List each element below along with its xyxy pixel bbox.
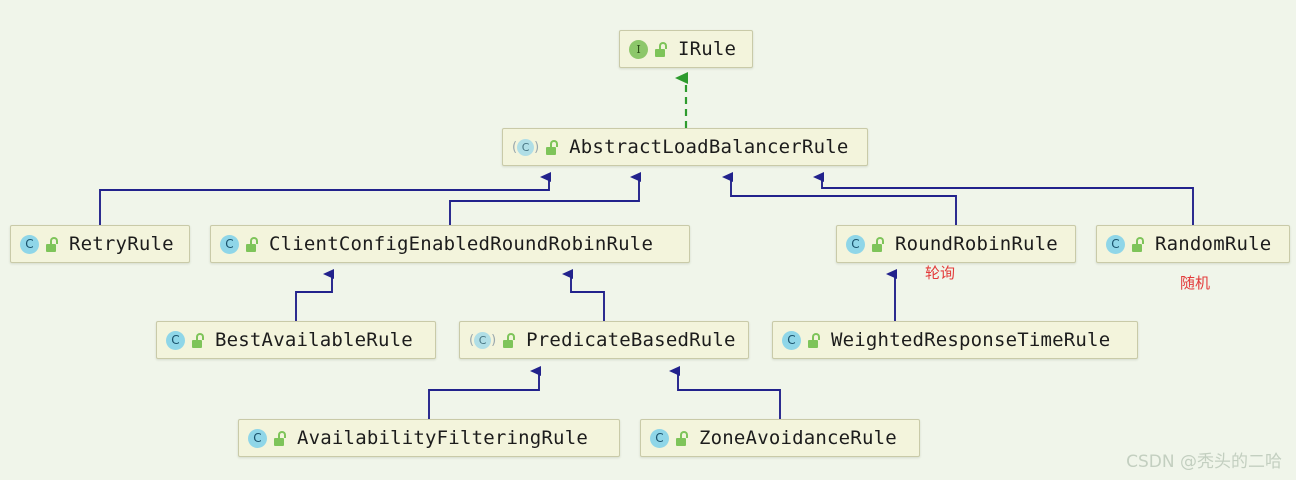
class-node-roundrobinrule[interactable]: C RoundRobinRule — [836, 225, 1076, 263]
class-node-label: WeightedResponseTimeRule — [831, 329, 1111, 351]
class-icon: C — [650, 428, 669, 448]
class-icon: C — [1106, 234, 1125, 254]
unlocked-padlock-icon — [872, 236, 885, 252]
class-node-weightedresponsetimerule[interactable]: C WeightedResponseTimeRule — [772, 321, 1138, 359]
class-node-label: IRule — [678, 38, 737, 60]
edge-predicate-to-clientconfig — [562, 269, 605, 321]
edge-roundrobin-to-abstract — [722, 172, 957, 225]
unlocked-padlock-icon — [246, 236, 259, 252]
class-node-abstractloadbalancerrule[interactable]: ( C ) AbstractLoadBalancerRule — [502, 128, 868, 166]
abstract-class-icon: ( C ) — [469, 331, 497, 349]
edge-availfilter-to-predicate — [428, 366, 541, 419]
unlocked-padlock-icon — [274, 430, 287, 446]
annotation-random: 随机 — [1180, 274, 1211, 292]
class-icon: C — [846, 234, 865, 254]
class-node-label: BestAvailableRule — [215, 329, 413, 351]
class-node-clientconfigenabledroundrobinrule[interactable]: C ClientConfigEnabledRoundRobinRule — [210, 225, 690, 263]
watermark: CSDN @秃头的二哈 — [1126, 452, 1282, 472]
class-node-label: AbstractLoadBalancerRule — [569, 136, 849, 158]
unlocked-padlock-icon — [1132, 236, 1145, 252]
class-node-bestavailablerule[interactable]: C BestAvailableRule — [156, 321, 436, 359]
unlocked-padlock-icon — [503, 332, 516, 348]
class-node-label: AvailabilityFilteringRule — [297, 427, 588, 449]
class-node-retryrule[interactable]: C RetryRule — [10, 225, 190, 263]
unlocked-padlock-icon — [192, 332, 205, 348]
unlocked-padlock-icon — [46, 236, 59, 252]
class-icon: C — [20, 234, 39, 254]
class-node-label: RoundRobinRule — [895, 233, 1058, 255]
class-node-label: PredicateBasedRule — [526, 329, 736, 351]
class-node-availabilityfilteringrule[interactable]: C AvailabilityFilteringRule — [238, 419, 620, 457]
class-icon: C — [220, 234, 239, 254]
abstract-class-icon: ( C ) — [512, 138, 540, 156]
class-node-randomrule[interactable]: C RandomRule — [1096, 225, 1290, 263]
class-node-predicatebasedrule[interactable]: ( C ) PredicateBasedRule — [459, 321, 749, 359]
edge-retry-to-abstract — [99, 172, 551, 225]
unlocked-padlock-icon — [676, 430, 689, 446]
class-icon: C — [248, 428, 267, 448]
class-node-label: ClientConfigEnabledRoundRobinRule — [269, 233, 654, 255]
class-node-label: RandomRule — [1155, 233, 1272, 255]
class-icon: C — [166, 330, 185, 350]
unlocked-padlock-icon — [546, 139, 559, 155]
edge-bestavail-to-clientconfig — [295, 269, 334, 321]
class-node-label: RetryRule — [69, 233, 174, 255]
unlocked-padlock-icon — [808, 332, 821, 348]
edge-zoneavoid-to-predicate — [669, 366, 781, 419]
annotation-roundrobin: 轮询 — [925, 264, 956, 282]
class-icon: C — [782, 330, 801, 350]
class-node-irule[interactable]: I IRule — [619, 30, 753, 68]
class-node-zoneavoidancerule[interactable]: C ZoneAvoidanceRule — [640, 419, 920, 457]
interface-icon: I — [629, 39, 648, 59]
edge-random-to-abstract — [813, 172, 1194, 225]
edge-clientconfig-to-abstract — [449, 172, 641, 225]
unlocked-padlock-icon — [655, 41, 668, 57]
class-node-label: ZoneAvoidanceRule — [699, 427, 897, 449]
